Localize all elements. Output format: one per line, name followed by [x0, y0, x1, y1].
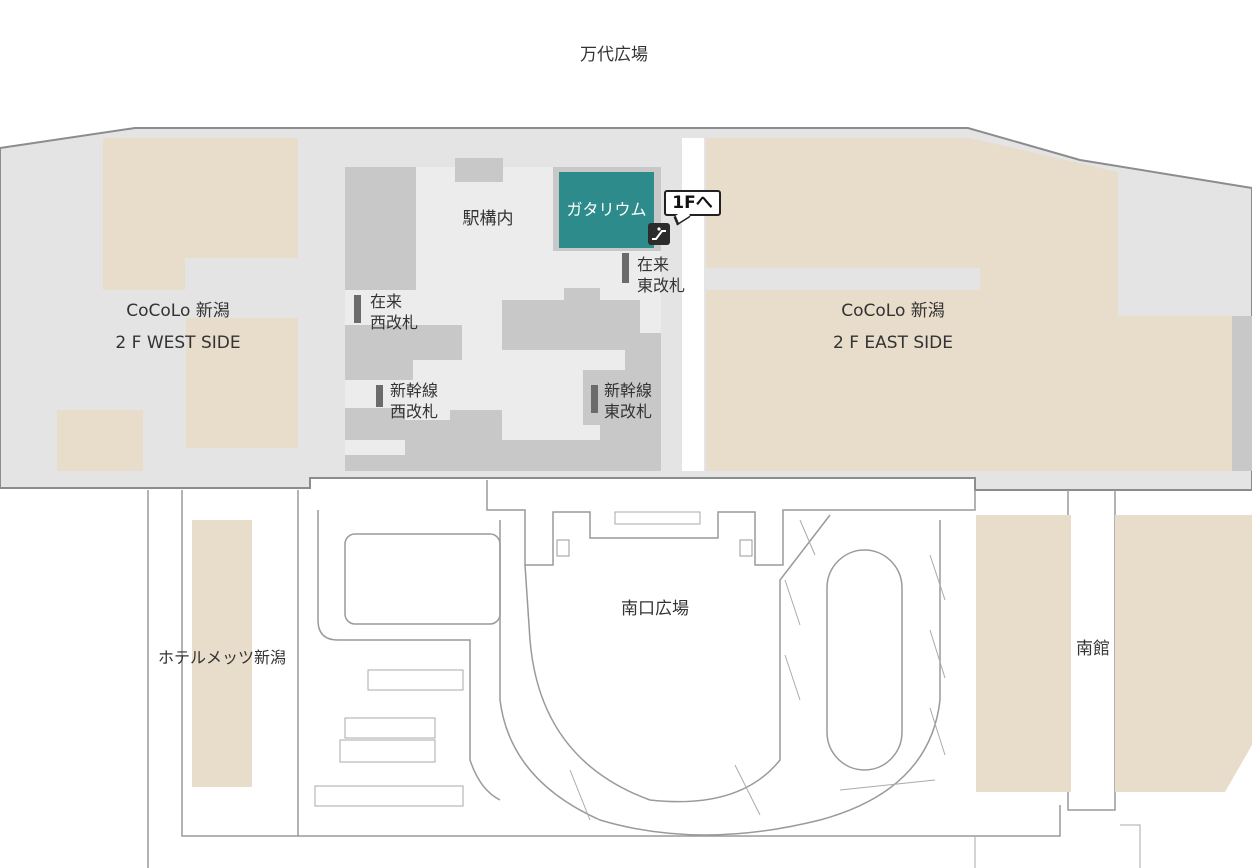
south-wing-building	[976, 515, 1071, 792]
cocolo-west-name: CoCoLo 新潟	[126, 301, 230, 321]
conv-east-gate-line2: 東改札	[637, 276, 686, 295]
station-west-blocks	[345, 167, 416, 290]
cocolo-west-label: CoCoLo 新潟 2 F WEST SIDE	[115, 295, 240, 359]
gatarium-area	[559, 172, 654, 248]
cocolo-west-shop	[103, 138, 298, 290]
shinkansen-east-gate-line2: 東改札	[604, 402, 653, 421]
conv-west-gate-line1: 在来	[370, 292, 403, 311]
south-plaza-label: 南口広場	[621, 599, 689, 619]
shinkansen-west-gate-line2: 西改札	[390, 402, 439, 421]
shinkansen-east-gate-line1: 新幹線	[604, 381, 653, 400]
cocolo-east-floor: 2 F EAST SIDE	[833, 333, 953, 353]
conv-west-gate-line2: 西改札	[370, 313, 419, 332]
cocolo-east-label: CoCoLo 新潟 2 F EAST SIDE	[833, 295, 953, 359]
gate-marker	[376, 385, 383, 407]
conventional-west-gate-label: 在来 西改札	[370, 291, 418, 333]
hotel-label: ホテルメッツ新潟	[157, 648, 287, 667]
south-wing-annex	[1115, 515, 1252, 792]
gate-marker	[591, 385, 598, 413]
cocolo-east-name: CoCoLo 新潟	[841, 301, 945, 321]
escalator-icon-graphic	[652, 227, 666, 240]
gatarium-label[interactable]: ガタリウム	[566, 200, 647, 219]
station-inside-label: 駅構内	[462, 209, 514, 229]
to-1f-callout[interactable]: 1Fへ	[664, 190, 721, 216]
shinkansen-east-gate-label: 新幹線 東改札	[604, 380, 652, 422]
gate-marker	[622, 253, 629, 283]
shinkansen-west-gate-line1: 新幹線	[390, 381, 439, 400]
shinkansen-west-gate-label: 新幹線 西改札	[390, 380, 438, 422]
east-gray-block	[1232, 316, 1252, 471]
gate-marker	[354, 295, 361, 323]
conventional-east-gate-label: 在来 東改札	[637, 254, 685, 296]
escalator-icon	[648, 223, 670, 245]
cocolo-west-shop-3	[57, 410, 143, 471]
bandai-plaza-label: 万代広場	[580, 45, 648, 65]
south-wing-label: 南館	[1076, 639, 1110, 659]
conv-east-gate-line1: 在来	[637, 255, 670, 274]
cocolo-east-shop	[706, 138, 1232, 471]
hotel-building	[192, 520, 252, 787]
cocolo-west-floor: 2 F WEST SIDE	[115, 333, 241, 353]
cocolo-west-shop-2	[186, 318, 298, 448]
walkway	[682, 138, 704, 471]
